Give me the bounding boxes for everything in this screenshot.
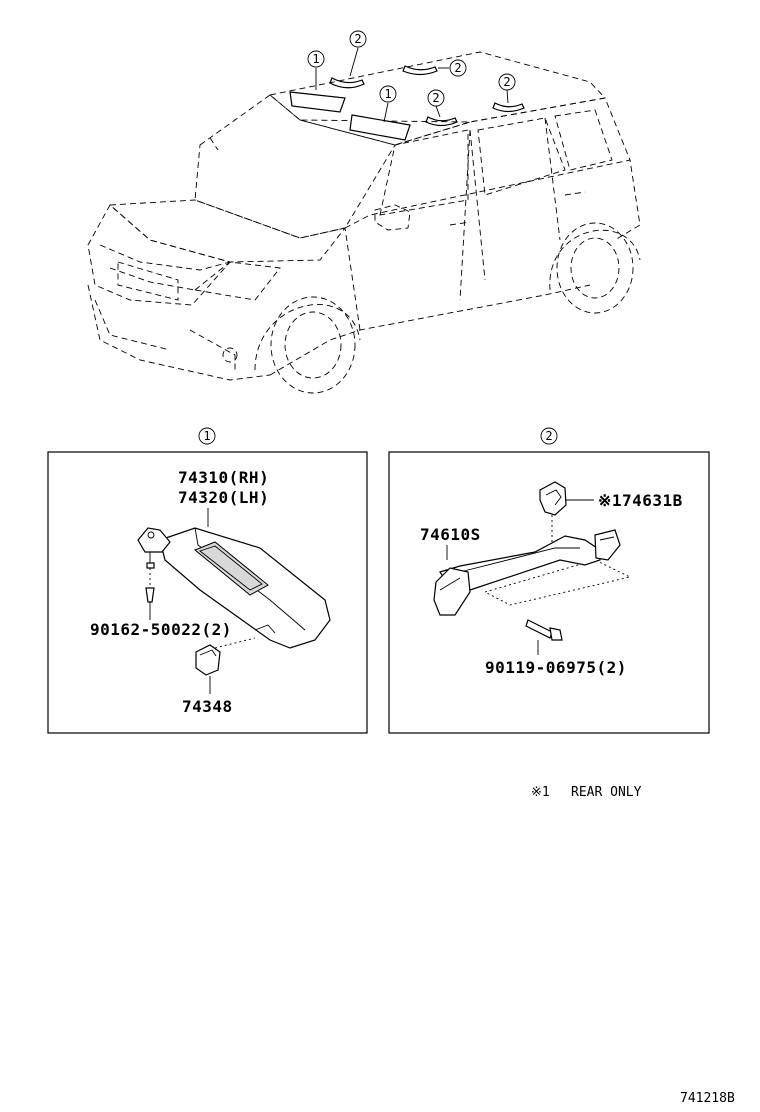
svg-text:2: 2 — [503, 75, 510, 89]
part-number-holder: 74348 — [182, 697, 233, 716]
part-number-visor-rh: 74310(RH) — [178, 468, 269, 487]
vehicle-illustration — [87, 47, 641, 394]
footnote: ※1 REAR ONLY — [531, 785, 642, 800]
screw-illustration — [145, 587, 155, 603]
diagram-id: 741218B — [680, 1091, 735, 1106]
grip-location-2 — [402, 65, 438, 76]
panel-assist-grip-callout: 2 — [545, 429, 552, 443]
callout-grip-top-c: 2 — [427, 89, 445, 107]
footnote-mark: ※1 — [531, 785, 550, 800]
visor-location-rh — [289, 91, 346, 113]
part-number-grip: 74610S — [420, 525, 481, 544]
part-number-hook: 74631B — [622, 491, 683, 510]
callout-grip-top-d: 2 — [498, 73, 516, 91]
svg-text:1: 1 — [312, 52, 319, 66]
part-number-screw: 90162-50022(2) — [90, 620, 232, 639]
coat-hook-illustration — [539, 481, 567, 516]
grip-bracket-left-illustration — [433, 567, 471, 616]
vanity-mirror-illustration — [194, 541, 269, 596]
panel-assist-grip-frame — [388, 451, 710, 734]
panel-sun-visor: 1 74310(RH) 74320(LH) 90162-50022(2) 743… — [47, 427, 368, 734]
visor-location-lh — [349, 114, 411, 141]
svg-text:2: 2 — [454, 61, 461, 75]
callout-visor-top-b: 1 — [379, 85, 397, 103]
hook-mark: ※1 — [598, 491, 622, 510]
svg-text:1: 1 — [384, 87, 391, 101]
grip-bracket-right-illustration — [594, 529, 621, 561]
panel-assist-grip: 2 ※1 74631B 74610S 90119-06975(2) — [388, 427, 710, 734]
svg-text:2: 2 — [354, 32, 361, 46]
panel-sun-visor-callout: 1 — [203, 429, 210, 443]
callout-visor-top-a: 1 — [307, 50, 325, 68]
part-number-visor-lh: 74320(LH) — [178, 488, 269, 507]
svg-text:2: 2 — [432, 91, 439, 105]
panel-sun-visor-frame — [47, 451, 368, 734]
footnote-text: REAR ONLY — [571, 785, 642, 800]
grip-location-3 — [425, 116, 458, 127]
callout-grip-top-b: 2 — [449, 59, 467, 77]
grip-location-4 — [492, 102, 525, 113]
bolt-illustration — [525, 619, 553, 639]
part-number-bolt: 90119-06975(2) — [485, 658, 627, 677]
grip-location-1 — [329, 77, 365, 89]
callout-grip-top-a: 2 — [349, 30, 367, 48]
visor-holder-illustration — [195, 644, 221, 676]
visor-pivot-illustration — [137, 527, 171, 553]
